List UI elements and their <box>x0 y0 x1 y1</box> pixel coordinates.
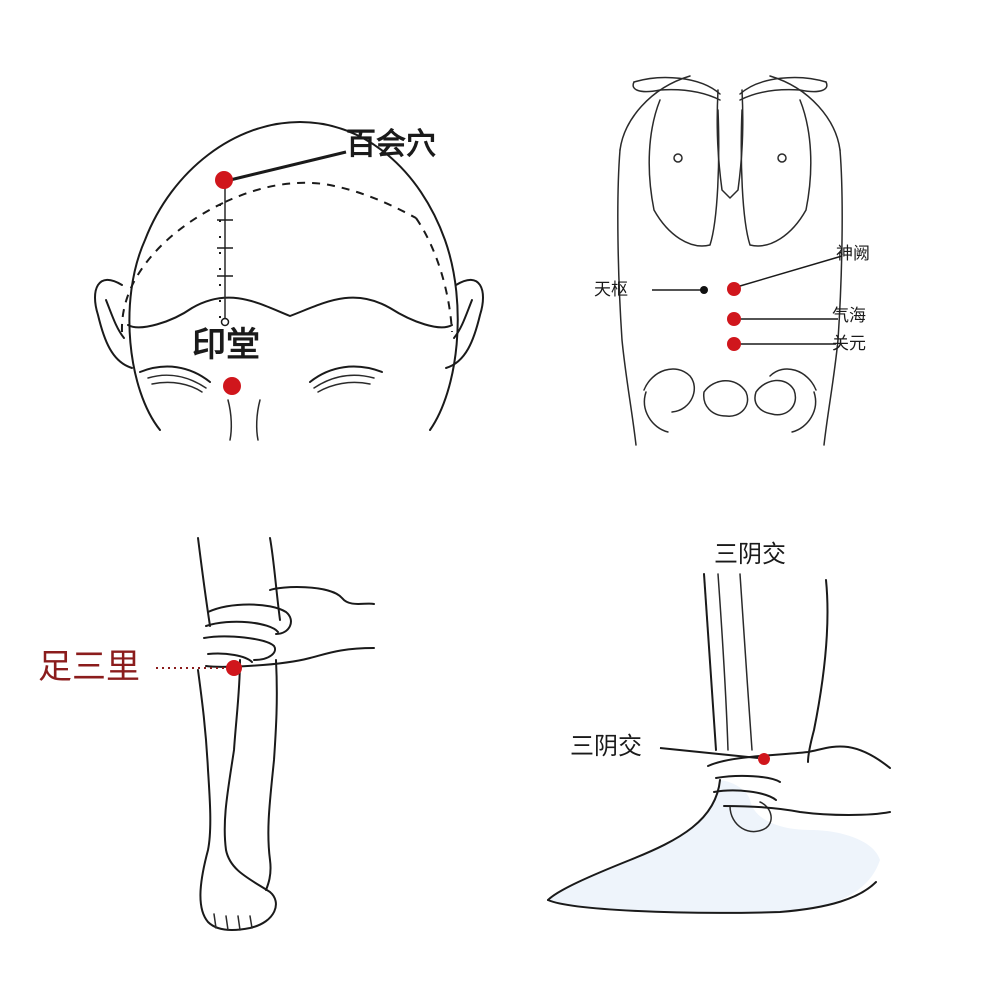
ankle-title: 三阴交 <box>714 540 786 568</box>
shenque-label: 神阙 <box>836 244 870 264</box>
guanyuan-point <box>727 337 741 351</box>
yintang-label: 印堂 <box>192 325 260 365</box>
baihui-label: 百会穴 <box>346 127 436 162</box>
zusanli-point <box>226 660 242 676</box>
sanyinjiao-point <box>758 753 770 765</box>
qihai-label: 气海 <box>832 306 866 326</box>
tianshu-label: 天枢 <box>594 280 628 300</box>
baihui-point <box>215 171 233 189</box>
zusanli-label: 足三里 <box>38 647 140 687</box>
torso-panel: 天枢 神阙 气海 关元 <box>580 60 880 450</box>
yintang-point <box>223 377 241 395</box>
leg-drawing <box>156 537 375 931</box>
ankle-drawing <box>547 573 891 914</box>
sanyinjiao-label: 三阴交 <box>570 732 642 760</box>
head-panel: 百会穴 印堂 <box>60 100 484 441</box>
ankle-panel: 三阴交 三阴交 <box>540 530 900 930</box>
tianshu-point <box>700 286 708 294</box>
shenque-point <box>727 282 741 296</box>
head-drawing <box>94 121 484 441</box>
qihai-point <box>727 312 741 326</box>
torso-drawing <box>617 75 843 446</box>
leg-panel: 足三里 <box>30 530 380 940</box>
guanyuan-label: 关元 <box>832 334 866 354</box>
